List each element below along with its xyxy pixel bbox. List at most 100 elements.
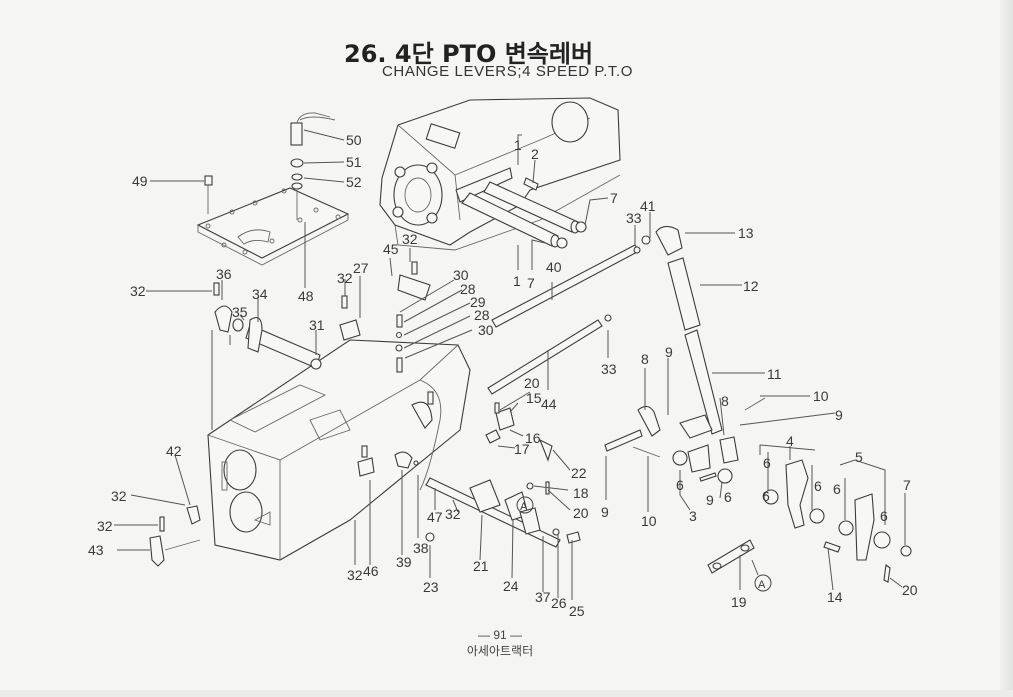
interlock-plate [707, 539, 755, 574]
callout-6: 6 [676, 477, 684, 493]
callout-1: 1 [513, 273, 521, 289]
pto-switch [204, 112, 336, 220]
callout-27: 27 [353, 260, 369, 276]
page-title-english: CHANGE LEVERS;4 SPEED P.T.O [382, 63, 634, 80]
callout-25: 25 [569, 603, 585, 619]
callout-8: 8 [721, 393, 729, 409]
callout-2: 2 [531, 146, 539, 162]
callout-33: 33 [601, 361, 617, 377]
page-bottom-edge [0, 690, 1013, 697]
callout-9: 9 [601, 504, 609, 520]
callout-28: 28 [474, 307, 490, 323]
callout-6: 6 [762, 488, 770, 504]
shift-forks [213, 261, 434, 429]
page-number: — 91 — [477, 628, 522, 642]
callout-15: 15 [526, 390, 542, 406]
callout-6: 6 [880, 508, 888, 524]
callout-6: 6 [814, 478, 822, 494]
fork-assemblies [763, 459, 912, 583]
callout-41: 41 [640, 198, 656, 214]
callout-32: 32 [402, 231, 418, 247]
callout-49: 49 [132, 173, 148, 189]
callout-24: 24 [503, 578, 519, 594]
callout-31: 31 [309, 317, 325, 333]
callout-1: 1 [514, 137, 522, 153]
callout-labels: 50 51 52 49 48 1 2 7 1 7 41 33 13 12 40 … [88, 132, 918, 619]
callout-9: 9 [835, 407, 843, 423]
callout-40: 40 [546, 259, 562, 275]
callout-22: 22 [571, 465, 587, 481]
top-cover-plate [196, 187, 350, 266]
callout-46: 46 [363, 563, 379, 579]
callout-32: 32 [111, 488, 127, 504]
callout-23: 23 [423, 579, 439, 595]
callout-33: 33 [626, 210, 642, 226]
callout-7: 7 [610, 190, 618, 206]
callout-13: 13 [738, 225, 754, 241]
callout-32: 32 [347, 567, 363, 583]
reference-marker-a-lower-label: A [758, 579, 766, 591]
callout-36: 36 [216, 266, 232, 282]
callout-32: 32 [97, 518, 113, 534]
transmission-housing [379, 97, 621, 251]
callout-32: 32 [337, 270, 353, 286]
callout-42: 42 [166, 443, 182, 459]
callout-21: 21 [473, 558, 489, 574]
callout-26: 26 [551, 595, 567, 611]
lever-brackets [604, 397, 766, 484]
callout-10: 10 [813, 388, 829, 404]
left-small-parts [149, 505, 201, 567]
pto-lever [641, 225, 723, 435]
callout-38: 38 [413, 540, 429, 556]
callout-7: 7 [903, 477, 911, 493]
callout-6: 6 [833, 481, 841, 497]
leader-lines [114, 129, 906, 600]
callout-32: 32 [130, 283, 146, 299]
callout-37: 37 [535, 589, 551, 605]
callout-7: 7 [527, 275, 535, 291]
callout-51: 51 [346, 154, 362, 170]
callout-29: 29 [470, 294, 486, 310]
reference-marker-a-lower: A [754, 574, 772, 592]
callout-16: 16 [525, 430, 541, 446]
shift-rods [487, 244, 641, 395]
callout-34: 34 [252, 286, 268, 302]
callout-12: 12 [743, 278, 759, 294]
callout-8: 8 [641, 351, 649, 367]
callout-20: 20 [524, 375, 540, 391]
reference-marker-a: A [516, 496, 534, 514]
callout-6: 6 [763, 455, 771, 471]
callout-18: 18 [573, 485, 589, 501]
callout-47: 47 [427, 509, 443, 525]
callout-43: 43 [88, 542, 104, 558]
gearbox-casing [207, 339, 471, 561]
callout-9: 9 [665, 344, 673, 360]
callout-30: 30 [478, 322, 494, 338]
callout-4: 4 [786, 433, 794, 449]
callout-19: 19 [731, 594, 747, 610]
callout-45: 45 [383, 241, 399, 257]
callout-35: 35 [232, 304, 248, 320]
callout-17: 17 [514, 441, 530, 457]
callout-20: 20 [902, 582, 918, 598]
callout-50: 50 [346, 132, 362, 148]
callout-6: 6 [724, 489, 732, 505]
callout-10: 10 [641, 513, 657, 529]
page-edge-shadow [1000, 0, 1013, 697]
callout-5: 5 [855, 449, 863, 465]
callout-30: 30 [453, 267, 469, 283]
callout-39: 39 [396, 554, 412, 570]
callout-9: 9 [706, 492, 714, 508]
callout-20: 20 [573, 505, 589, 521]
callout-52: 52 [346, 174, 362, 190]
publisher-name: 아세아트랙터 [466, 644, 534, 658]
callout-11: 11 [767, 366, 782, 382]
lower-shaft-assembly [357, 402, 581, 548]
callout-3: 3 [689, 508, 697, 524]
callout-48: 48 [298, 288, 314, 304]
callout-32: 32 [445, 506, 461, 522]
callout-28: 28 [460, 281, 476, 297]
reference-marker-a-label: A [520, 501, 528, 513]
page-title-korean: 26. 4단 PTO 변속레버 [344, 40, 594, 68]
